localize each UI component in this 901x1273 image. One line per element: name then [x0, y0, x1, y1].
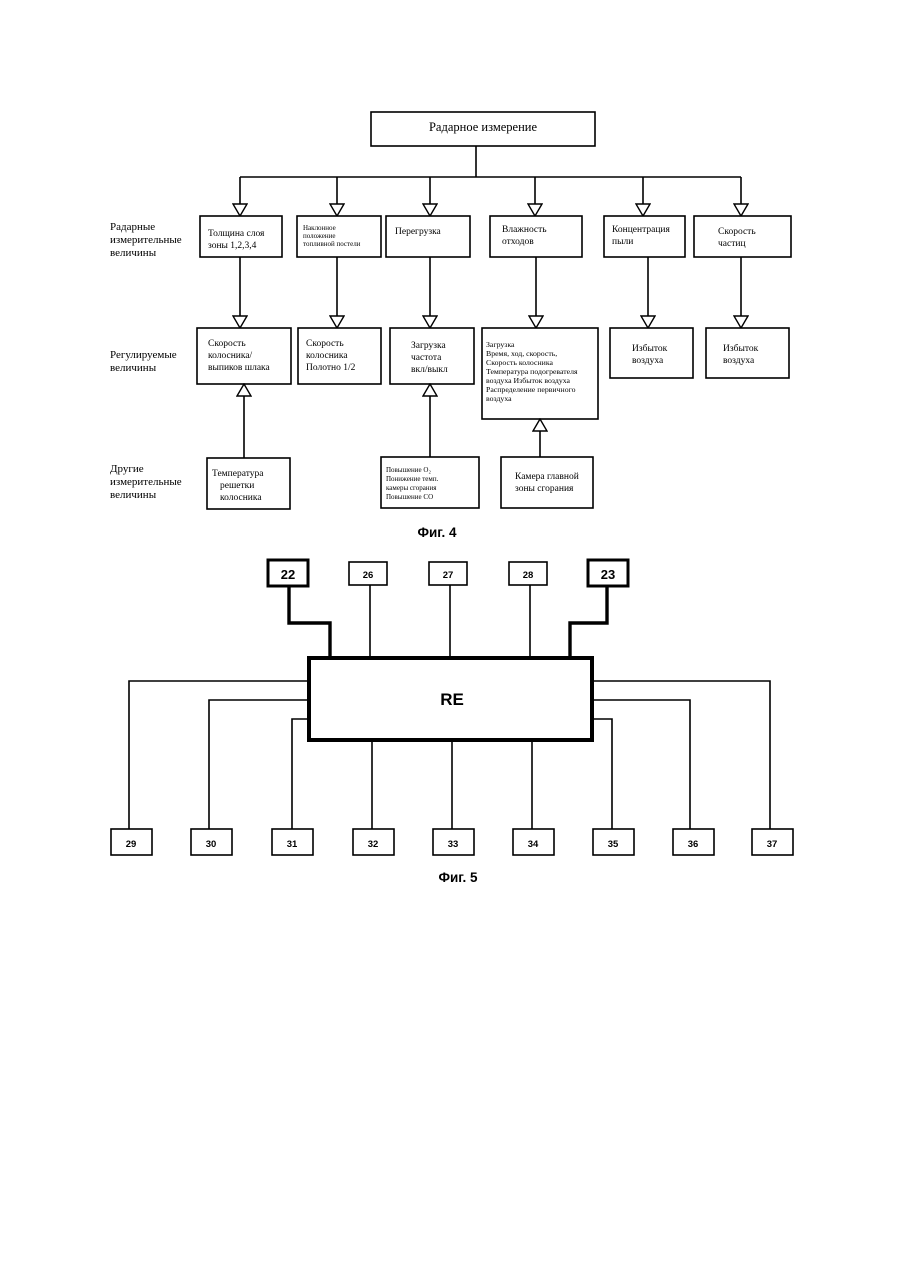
svg-text:28: 28 [523, 570, 534, 581]
regulated-box-3-text: Загрузка частота вкл/выкл [411, 341, 448, 375]
radar-box-3-text: Перегрузка [395, 227, 442, 237]
row-label-radar: Радарные измерительные величины [110, 221, 184, 259]
row-label-other: Другие измерительные величины [110, 463, 184, 501]
row-label-regulated: Регулируемые величины [110, 349, 179, 374]
fig5-diagram: 22 26 27 28 23 RE 29 30 [111, 560, 793, 885]
svg-text:35: 35 [608, 839, 619, 850]
other-box-2-text: Повышение O₂ Понижение темп. камеры сгор… [386, 466, 440, 501]
svg-text:22: 22 [281, 567, 295, 582]
fig5-caption: Фиг. 5 [438, 870, 478, 885]
svg-text:29: 29 [126, 839, 137, 850]
svg-text:37: 37 [767, 839, 778, 850]
svg-text:34: 34 [528, 839, 539, 850]
svg-text:33: 33 [448, 839, 459, 850]
fig4-caption: Фиг. 4 [417, 525, 457, 540]
fig4-diagram: Радарное измерение Радарные измерительны… [110, 112, 791, 540]
svg-text:36: 36 [688, 839, 699, 850]
fig5-re-label: RE [440, 690, 464, 709]
svg-text:32: 32 [368, 839, 379, 850]
other-box-3 [501, 457, 593, 508]
svg-text:31: 31 [287, 839, 298, 850]
fig4-top-label: Радарное измерение [429, 120, 538, 134]
svg-text:23: 23 [601, 567, 615, 582]
svg-text:26: 26 [363, 570, 374, 581]
svg-text:27: 27 [443, 570, 454, 581]
svg-text:30: 30 [206, 839, 217, 850]
